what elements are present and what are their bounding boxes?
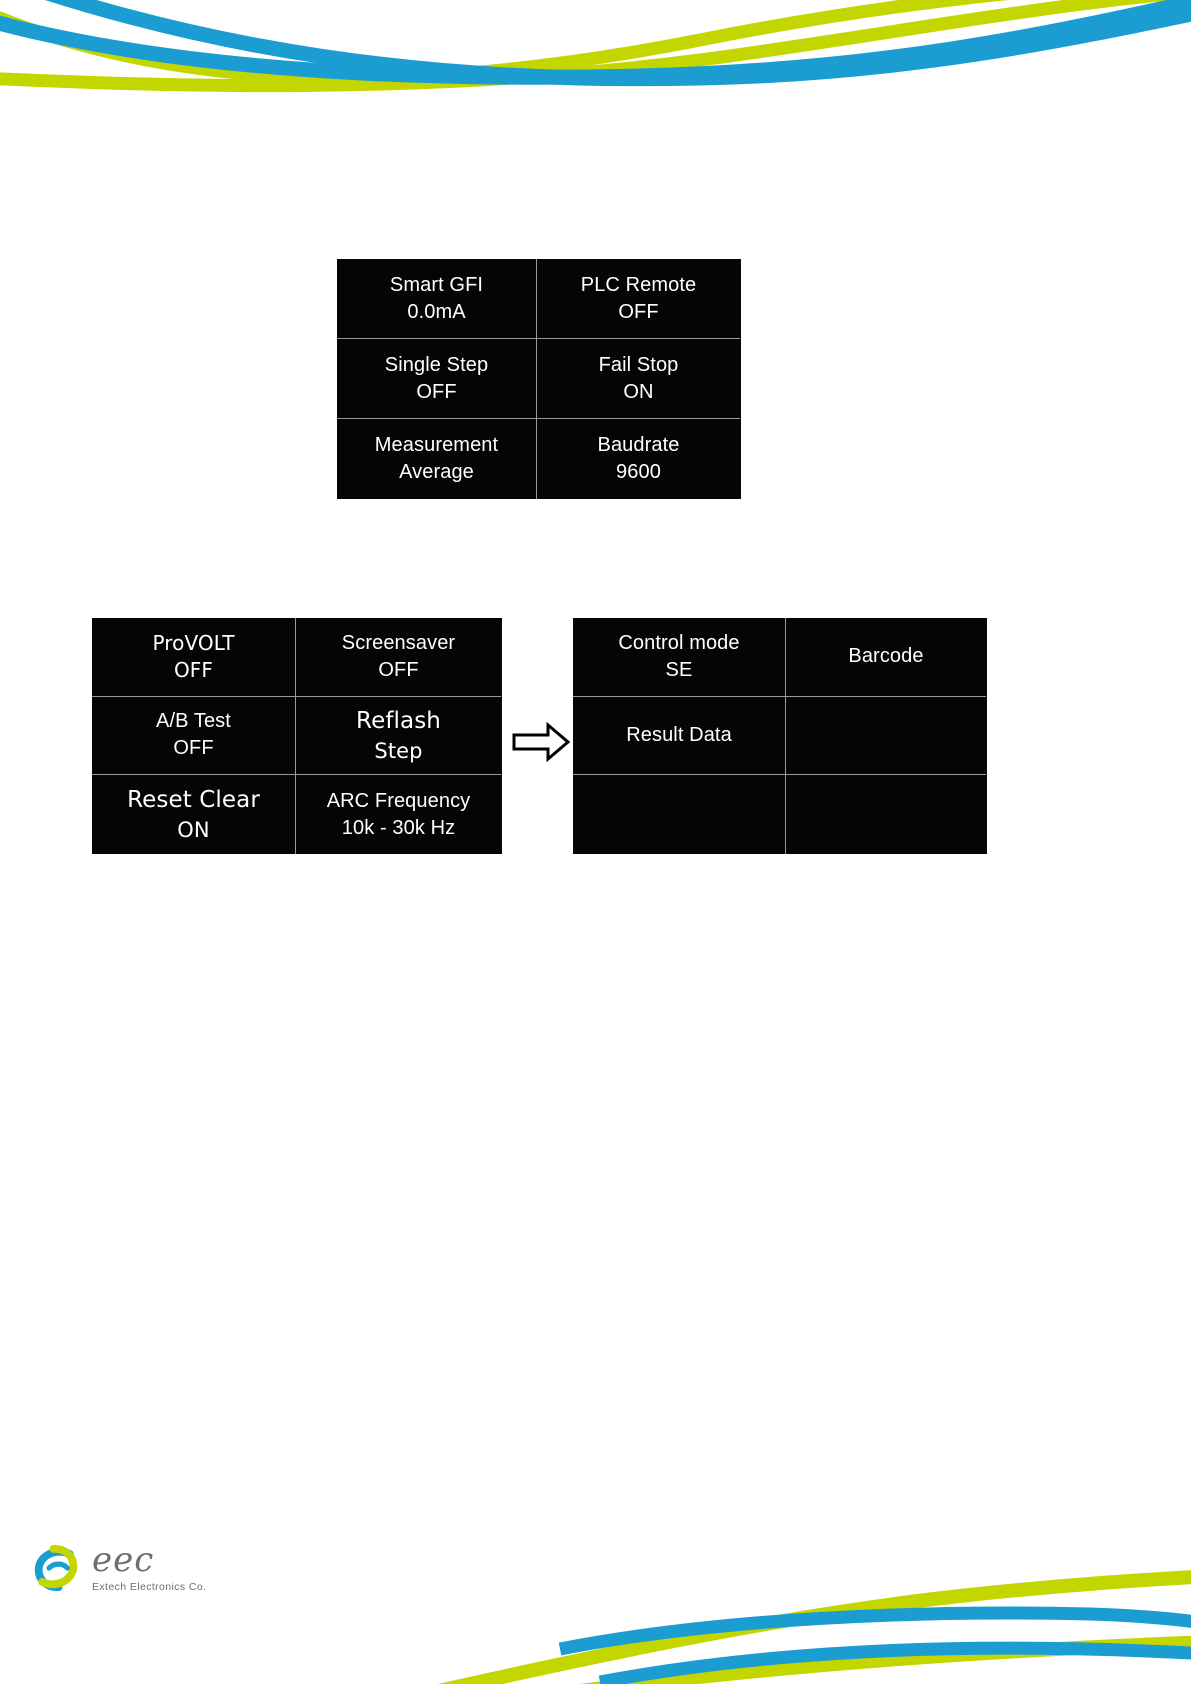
brand-wordmark: eec (92, 1540, 155, 1580)
setting-cell-plc-remote[interactable]: PLC Remote OFF (537, 259, 740, 339)
header-wave-blue-1 (0, 0, 1191, 85)
setting-value: OFF (173, 737, 214, 760)
setting-cell-reset-clear[interactable]: Reset Clear ON (92, 775, 296, 854)
header-wave-decoration (0, 0, 1191, 93)
setting-label: Baudrate (597, 434, 680, 456)
system-settings-panel-2: ProVOLT OFF Screensaver OFF A/B Test OFF… (92, 618, 502, 854)
setting-value: OFF (378, 658, 419, 681)
footer-wave-blue-2 (598, 1641, 1191, 1684)
setting-label: PLC Remote (580, 273, 697, 296)
setting-label: Fail Stop (598, 353, 679, 376)
brand-tagline: Extech Electronics Co. (92, 1581, 207, 1593)
setting-cell-empty-2[interactable] (573, 775, 786, 854)
setting-value: OFF (618, 300, 659, 323)
header-wave-green-2 (0, 0, 1174, 93)
setting-cell-screensaver[interactable]: Screensaver OFF (296, 618, 501, 697)
setting-cell-measurement[interactable]: Measurement Average (337, 419, 537, 499)
setting-label: Smart GFI (389, 273, 484, 296)
setting-value: 9600 (616, 461, 661, 483)
header-wave-blue-2 (44, 0, 1191, 87)
setting-value: ON (623, 380, 654, 403)
setting-label: Reflash (356, 707, 441, 734)
system-settings-panel-3: Control mode SE Barcode Result Data (573, 618, 987, 854)
setting-label: Result Data (626, 723, 732, 746)
setting-cell-fail-stop[interactable]: Fail Stop ON (537, 339, 740, 419)
setting-label: Barcode (848, 645, 924, 668)
footer-wave-green-2 (579, 1635, 1191, 1684)
brand-logo: eec Extech Electronics Co. (30, 1533, 240, 1603)
setting-label: ARC Frequency (326, 789, 471, 812)
setting-cell-smart-gfi[interactable]: Smart GFI 0.0mA (337, 259, 537, 339)
setting-cell-arc-frequency[interactable]: ARC Frequency 10k - 30k Hz (296, 775, 501, 854)
setting-value: Average (399, 461, 474, 483)
system-settings-panel-1: Smart GFI 0.0mA PLC Remote OFF Single St… (337, 259, 741, 499)
setting-cell-result-data[interactable]: Result Data (573, 696, 786, 776)
setting-value: Step (374, 738, 423, 763)
setting-cell-baudrate[interactable]: Baudrate 9600 (537, 419, 740, 499)
setting-label: A/B Test (156, 710, 231, 733)
setting-label: Reset Clear (127, 786, 260, 813)
footer-wave-green-1 (437, 1570, 1191, 1684)
setting-label: Control mode (618, 631, 740, 654)
setting-value: OFF (173, 657, 214, 682)
header-wave-green-1 (0, 0, 1009, 85)
setting-label: Measurement (374, 434, 499, 456)
setting-value: 10k - 30k Hz (341, 816, 456, 839)
setting-cell-barcode[interactable]: Barcode (786, 618, 986, 697)
setting-label: Screensaver (341, 631, 456, 654)
brand-text: eec Extech Electronics Co. (92, 1543, 206, 1593)
footer-wave-blue-1 (558, 1606, 1191, 1656)
setting-cell-empty-1[interactable] (786, 696, 986, 776)
setting-cell-single-step[interactable]: Single Step OFF (337, 339, 537, 419)
setting-label: Single Step (384, 353, 489, 376)
setting-cell-control-mode[interactable]: Control mode SE (573, 618, 786, 697)
setting-cell-provolt[interactable]: ProVOLT OFF (92, 618, 296, 697)
setting-value: ON (177, 818, 210, 842)
setting-cell-empty-3[interactable] (786, 775, 986, 854)
setting-cell-reflash[interactable]: Reflash Step (296, 696, 501, 776)
setting-value: OFF (416, 380, 457, 403)
setting-cell-ab-test[interactable]: A/B Test OFF (92, 696, 296, 776)
setting-label: ProVOLT (152, 630, 235, 655)
arrow-right-icon (512, 722, 570, 762)
eec-swoosh-icon (34, 1545, 78, 1591)
setting-value: 0.0mA (407, 300, 466, 323)
setting-value: SE (665, 658, 693, 681)
